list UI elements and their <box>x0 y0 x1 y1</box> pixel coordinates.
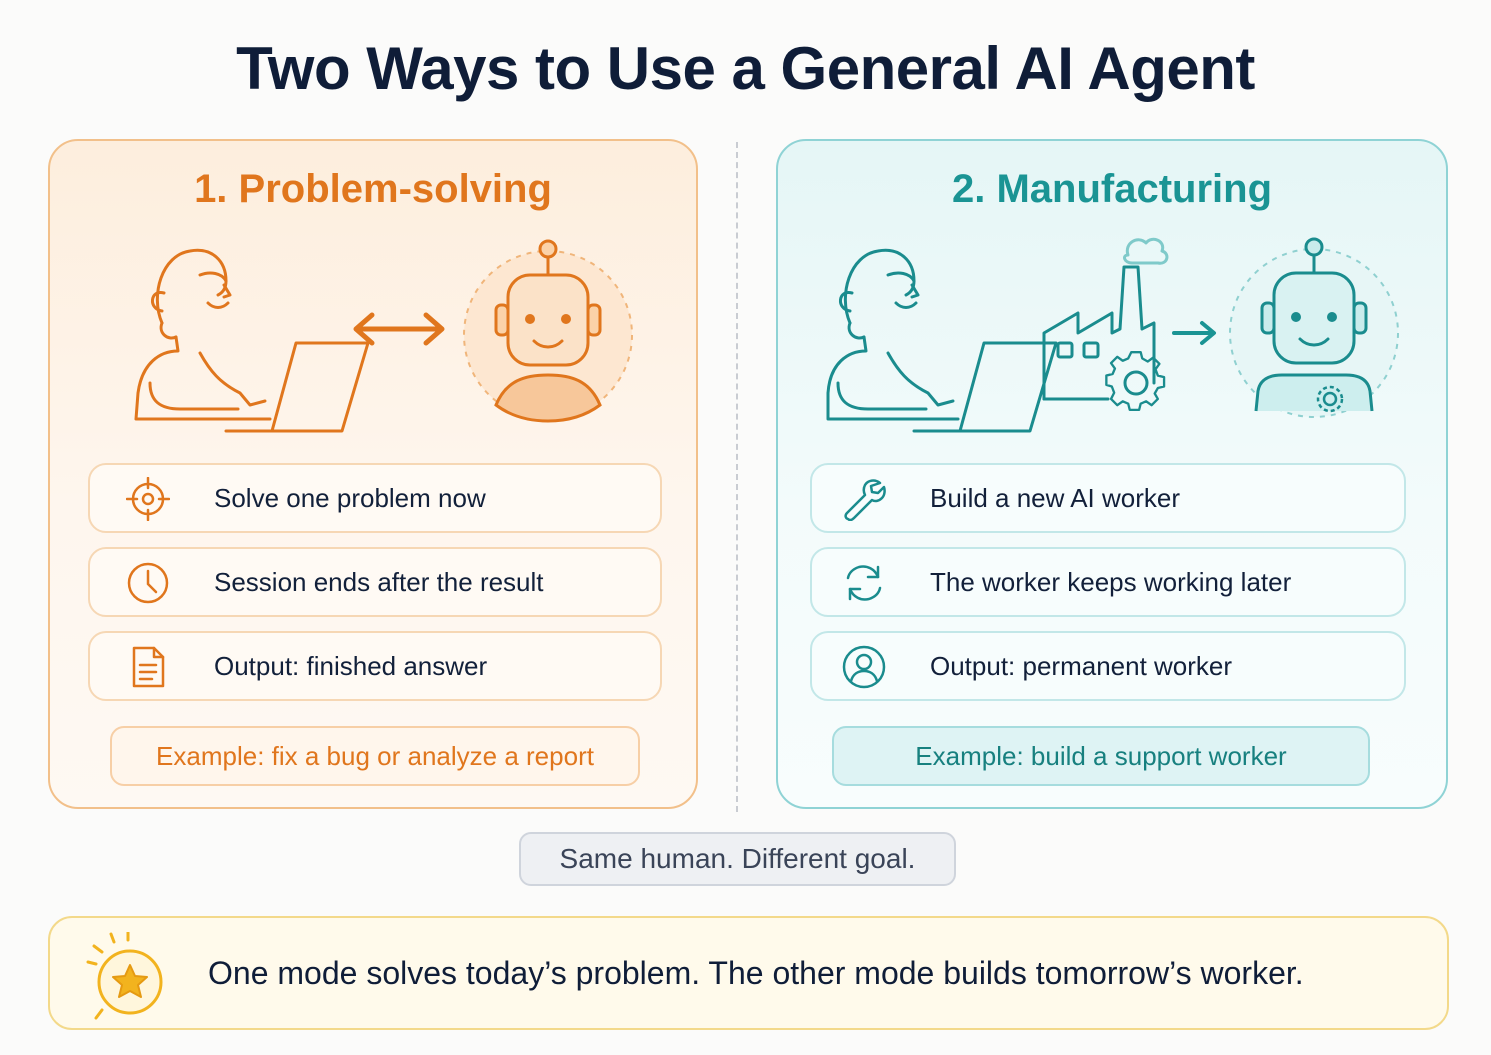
arrow-right-icon <box>1172 321 1216 345</box>
list-item-build-worker: Build a new AI worker <box>810 463 1406 533</box>
wrench-icon <box>844 479 886 521</box>
list-item-label: Solve one problem now <box>214 483 486 513</box>
manufacturing-illustration <box>826 237 1399 433</box>
footer-banner: One mode solves today’s problem. The oth… <box>48 916 1449 1030</box>
problem-solving-title: 1. Problem-solving <box>194 167 552 211</box>
robot-icon <box>463 239 633 423</box>
manufacturing-title: 2. Manufacturing <box>951 167 1273 211</box>
list-item-label: Output: finished answer <box>214 651 488 681</box>
page-title: Two Ways to Use a General AI Agent <box>236 35 1255 102</box>
list-item-output-answer: Output: finished answer <box>88 631 662 701</box>
user-circle-icon <box>842 645 886 689</box>
robot-with-gear-icon <box>1229 237 1399 418</box>
list-item-label: The worker keeps working later <box>930 567 1292 597</box>
clock-icon <box>127 562 169 604</box>
center-divider <box>736 142 738 812</box>
list-item-session-ends: Session ends after the result <box>88 547 662 617</box>
manufacturing-panel: 2. Manufacturing <box>776 139 1448 809</box>
person-at-laptop-icon <box>826 248 1058 433</box>
list-item-label: Output: permanent worker <box>930 651 1233 681</box>
document-icon <box>132 646 165 688</box>
target-icon <box>126 477 170 521</box>
person-at-laptop-icon <box>134 248 370 433</box>
factory-gear-icon <box>1042 237 1169 412</box>
problem-solving-example: Example: fix a bug or analyze a report <box>110 726 640 786</box>
footer-text: One mode solves today’s problem. The oth… <box>208 955 1304 991</box>
star-icon <box>86 932 163 1020</box>
problem-solving-illustration <box>134 239 633 433</box>
middle-note: Same human. Different goal. <box>519 832 956 886</box>
refresh-icon <box>846 565 882 601</box>
list-item-keeps-working: The worker keeps working later <box>810 547 1406 617</box>
double-arrow-icon <box>353 312 445 346</box>
list-item-solve-problem: Solve one problem now <box>88 463 662 533</box>
problem-solving-panel: 1. Problem-solving <box>48 139 698 809</box>
list-item-label: Build a new AI worker <box>930 483 1181 513</box>
list-item-output-worker: Output: permanent worker <box>810 631 1406 701</box>
list-item-label: Session ends after the result <box>214 567 544 597</box>
manufacturing-example: Example: build a support worker <box>832 726 1370 786</box>
